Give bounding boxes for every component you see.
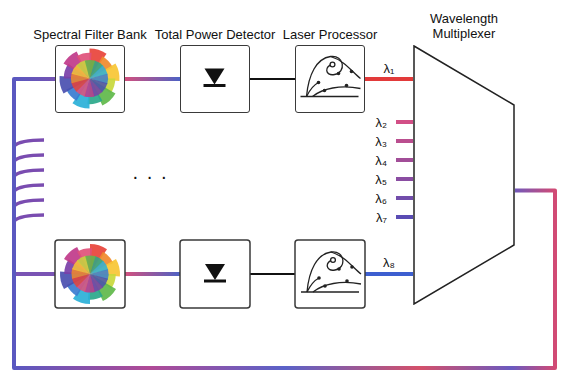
component-heading: Total Power Detector	[155, 27, 276, 42]
ellipsis: · · ·	[131, 166, 169, 186]
wavelength-label: λ₆	[374, 191, 388, 206]
wavelength-stub	[396, 139, 413, 143]
diode-triangle	[205, 69, 225, 85]
trajectory	[313, 87, 361, 97]
feed-branch	[14, 272, 55, 276]
multiplexer: Wavelength Multiplexer	[413, 45, 515, 305]
component-heading: Spectral Filter Bank	[33, 27, 146, 42]
filter-box	[55, 240, 125, 308]
wheel-petal	[85, 60, 95, 79]
state-dot	[337, 267, 341, 271]
trajectory	[307, 83, 319, 97]
state-dot	[317, 276, 321, 280]
signal-line	[125, 77, 180, 81]
wavelength-label: λ₁	[383, 61, 396, 76]
icon-group	[60, 244, 361, 304]
fan-branch	[14, 170, 44, 176]
phase-portrait	[301, 252, 361, 292]
wavelength-stub	[396, 177, 413, 181]
trajectory	[331, 252, 361, 274]
signal-line	[365, 77, 413, 81]
state-dot	[345, 279, 349, 283]
state-dot	[337, 72, 341, 76]
wavelength-label: λ₈	[382, 255, 396, 270]
wavelength-label: λ₃	[374, 134, 388, 149]
component-heading: Laser Processor	[283, 27, 378, 42]
color-wheel	[59, 49, 119, 109]
color-wheel	[60, 244, 120, 304]
diode-bar	[204, 280, 226, 283]
component-heading: Wavelength Multiplexer	[408, 11, 520, 41]
wheel-petal	[85, 255, 95, 274]
splitter-fan	[14, 140, 44, 221]
diode-triangle	[205, 264, 225, 280]
trajectory	[307, 278, 319, 292]
fan-branch	[14, 155, 44, 161]
trajectory	[307, 252, 343, 292]
state-dot	[345, 84, 349, 88]
signal-line	[250, 78, 295, 80]
photodiode-symbol	[204, 264, 226, 281]
detector-wire	[250, 273, 295, 275]
trajectory	[301, 96, 359, 97]
component-box: Spectral Filter Bank	[55, 45, 125, 113]
node-graphic	[296, 46, 363, 111]
heading-group: Spectral Filter Bank	[33, 27, 146, 42]
fan-branch	[14, 140, 44, 146]
wavelength-stub	[396, 158, 413, 162]
phase-portrait	[301, 56, 361, 96]
fixed-point	[331, 258, 336, 263]
trajectory	[313, 282, 361, 292]
heading-group: Total Power Detector	[155, 27, 276, 42]
wavelength-stub	[396, 215, 413, 219]
trajectory	[301, 291, 359, 292]
wavelength-label: λ₇	[375, 210, 388, 225]
wavelength-label: λ₂	[374, 115, 388, 130]
filter-wire	[125, 272, 180, 276]
node-graphic	[181, 46, 248, 111]
heading-group: Laser Processor	[283, 27, 378, 42]
fan-branch	[14, 215, 44, 221]
component-box: Laser Processor	[295, 45, 365, 113]
heading-group: Wavelength Multiplexer	[408, 11, 520, 41]
node-graphic	[413, 45, 515, 305]
wavelength-stub	[396, 120, 413, 124]
node-graphic	[56, 46, 123, 111]
wavelength-stub	[396, 196, 413, 200]
photodiode-symbol	[204, 69, 226, 86]
fan-branch	[14, 200, 44, 206]
laser-box	[295, 240, 365, 308]
component-box: Total Power Detector	[180, 45, 250, 113]
fan-branch	[14, 185, 44, 191]
state-dot	[317, 81, 321, 85]
multiplexer-trapezoid	[414, 46, 514, 304]
wavelength-stubs	[396, 122, 413, 217]
wavelength-label: λ₅	[374, 172, 388, 187]
wavelength-label: λ₄	[374, 153, 388, 168]
detector-box	[180, 240, 250, 308]
state-dot	[323, 89, 327, 93]
trajectory	[331, 57, 361, 79]
state-dot	[350, 70, 354, 74]
fixed-point	[330, 62, 335, 67]
state-dot	[323, 284, 327, 288]
trajectory	[307, 56, 343, 96]
state-dot	[350, 265, 354, 269]
laser-output-wire	[365, 272, 413, 276]
diode-bar	[204, 84, 226, 87]
